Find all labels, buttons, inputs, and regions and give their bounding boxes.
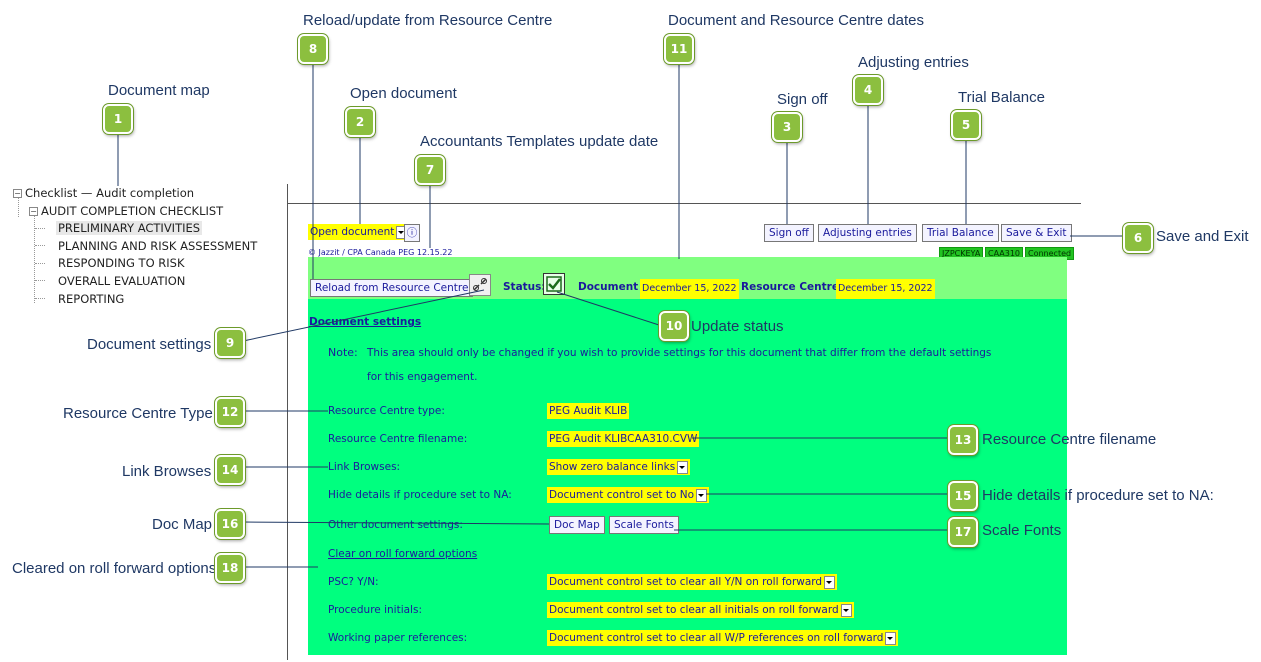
info-button[interactable]: ⓘ [404, 224, 420, 242]
callout-label-5: Trial Balance [958, 89, 1045, 106]
frame-top-line [287, 203, 1081, 204]
tree-root-label: Checklist — Audit completion [25, 186, 195, 200]
other-settings-label: Other document settings: [328, 519, 463, 531]
open-document-dropdown[interactable]: Open document [308, 224, 410, 240]
open-document-label: Open document [310, 226, 395, 238]
callout-badge-16: 16 [215, 509, 245, 539]
callout-badge-1: 1 [103, 104, 133, 134]
callout-label-17: Scale Fonts [982, 522, 1062, 539]
link-icon[interactable] [469, 274, 491, 296]
wp-value: Document control set to clear all W/P re… [549, 632, 884, 644]
callout-badge-10: 10 [659, 311, 689, 341]
callout-badge-18: 18 [215, 553, 245, 583]
callout-badge-14: 14 [215, 455, 245, 485]
adjusting-entries-button[interactable]: Adjusting entries [818, 224, 917, 242]
chevron-down-icon [824, 575, 836, 589]
hide-details-value: Document control set to No [549, 489, 695, 501]
callout-label-3: Sign off [777, 91, 828, 108]
callout-label-11: Document and Resource Centre dates [668, 12, 924, 29]
collapse-icon[interactable]: − [13, 189, 22, 198]
rc-date-label: Resource Centre : [741, 281, 847, 293]
callout-badge-5: 5 [951, 110, 981, 140]
hide-details-select[interactable]: Document control set to No [547, 487, 710, 503]
initials-label: Procedure initials: [328, 604, 422, 616]
callout-badge-6: 6 [1123, 223, 1153, 253]
psc-select[interactable]: Document control set to clear all Y/N on… [547, 574, 838, 590]
callout-badge-12: 12 [215, 397, 245, 427]
rc-filename-label: Resource Centre filename: [328, 433, 468, 445]
callout-label-10: Update status [691, 318, 784, 335]
link-browses-select[interactable]: Show zero balance links [547, 459, 691, 475]
tree-item-preliminary[interactable]: PRELIMINARY ACTIVITIES [56, 221, 203, 235]
version-text: © Jazzit / CPA Canada PEG 12.15.22 [308, 248, 453, 257]
callout-badge-11: 11 [664, 34, 694, 64]
sign-off-button[interactable]: Sign off [764, 224, 814, 242]
rc-filename-value: PEG Audit KLIBCAA310.CVW [547, 431, 700, 447]
note-line-2: for this engagement. [367, 371, 478, 383]
note-line-1: This area should only be changed if you … [367, 347, 992, 359]
rc-date: December 15, 2022 [836, 279, 935, 299]
callout-badge-4: 4 [853, 75, 883, 105]
callout-badge-7: 7 [415, 155, 445, 185]
reload-button[interactable]: Reload from Resource Centre [310, 279, 474, 297]
callout-label-18: Cleared on roll forward options [12, 560, 217, 577]
clear-roll-forward-link[interactable]: Clear on roll forward options [328, 548, 478, 560]
document-settings-title[interactable]: Document settings [309, 316, 422, 328]
tree-item-reporting[interactable]: REPORTING [58, 292, 125, 306]
callout-label-13: Resource Centre filename [982, 431, 1157, 448]
callout-label-16: Doc Map [152, 516, 213, 533]
callout-label-1: Document map [108, 82, 210, 99]
collapse-icon[interactable]: − [29, 207, 38, 216]
callout-label-7: Accountants Templates update date [420, 133, 659, 150]
tree-item-planning[interactable]: PLANNING AND RISK ASSESSMENT [58, 239, 258, 253]
frame-divider [287, 184, 288, 660]
hide-details-label: Hide details if procedure set to NA: [328, 489, 512, 501]
callout-badge-3: 3 [772, 112, 802, 142]
chevron-down-icon [885, 631, 897, 645]
callout-badge-9: 9 [215, 328, 245, 358]
status-check-icon[interactable] [543, 273, 565, 295]
callout-label-6: Save and Exit [1156, 228, 1249, 245]
info-icon: ⓘ [406, 227, 418, 239]
status-label: Status: [503, 281, 546, 293]
callout-badge-8: 8 [298, 34, 328, 64]
tree-section[interactable]: −AUDIT COMPLETION CHECKLIST [29, 204, 223, 218]
initials-value: Document control set to clear all initia… [549, 604, 839, 616]
rc-type-label: Resource Centre type: [328, 405, 445, 417]
tree-item-evaluation[interactable]: OVERALL EVALUATION [58, 274, 186, 288]
wp-select[interactable]: Document control set to clear all W/P re… [547, 630, 899, 646]
psc-value: Document control set to clear all Y/N on… [549, 576, 823, 588]
callout-label-15: Hide details if procedure set to NA: [982, 487, 1214, 504]
chevron-down-icon [677, 460, 689, 474]
note-label: Note: [328, 346, 358, 359]
callout-label-9: Document settings [87, 336, 212, 353]
chevron-down-icon [696, 488, 708, 502]
save-exit-button[interactable]: Save & Exit [1001, 224, 1072, 242]
callout-badge-2: 2 [345, 107, 375, 137]
callout-label-12: Resource Centre Type [63, 405, 213, 422]
tree-root[interactable]: −Checklist — Audit completion [13, 186, 194, 200]
wp-label: Working paper references: [328, 632, 468, 644]
callout-label-14: Link Browses [122, 463, 212, 480]
document-date-label: Document : [578, 281, 647, 293]
link-browses-value: Show zero balance links [549, 461, 676, 473]
trial-balance-button[interactable]: Trial Balance [922, 224, 999, 242]
chevron-down-icon [840, 603, 852, 617]
initials-select[interactable]: Document control set to clear all initia… [547, 602, 854, 618]
scale-fonts-button[interactable]: Scale Fonts [609, 516, 679, 534]
callout-label-8: Reload/update from Resource Centre [303, 12, 553, 29]
callout-label-4: Adjusting entries [858, 54, 969, 71]
callout-badge-13: 13 [948, 425, 978, 455]
rc-type-value: PEG Audit KLIB [547, 403, 630, 419]
callout-badge-15: 15 [948, 481, 978, 511]
tree-section-label: AUDIT COMPLETION CHECKLIST [41, 204, 224, 218]
callout-badge-17: 17 [948, 517, 978, 547]
document-date: December 15, 2022 [640, 279, 739, 299]
psc-label: PSC? Y/N: [328, 576, 379, 588]
tree-item-responding[interactable]: RESPONDING TO RISK [58, 256, 185, 270]
link-browses-label: Link Browses: [328, 461, 401, 473]
callout-label-2: Open document [350, 85, 457, 102]
doc-map-button[interactable]: Doc Map [549, 516, 605, 534]
